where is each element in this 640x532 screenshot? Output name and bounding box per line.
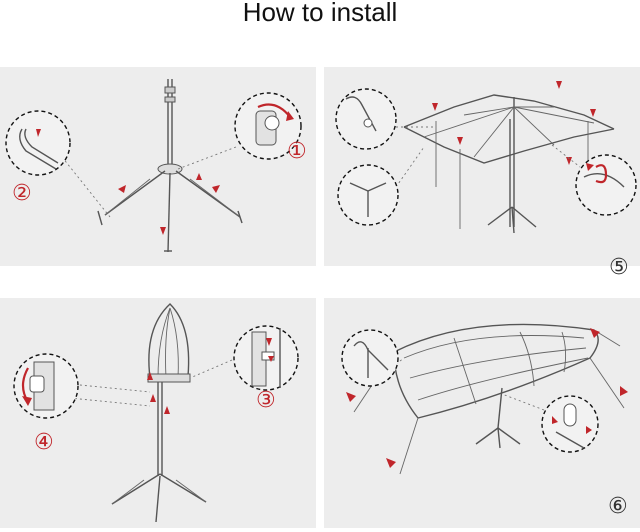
- closed-umbrella-illustration: [13, 303, 299, 523]
- canopy-frame-illustration: [335, 81, 637, 234]
- step-number-1: ①: [287, 139, 307, 164]
- step-panel-6: ⑥: [324, 298, 640, 528]
- step-number-2: ②: [12, 181, 32, 206]
- step-panel-1-2: ② ①: [0, 67, 316, 266]
- step-number-6: ⑥: [608, 494, 628, 519]
- step-panel-3-4: ③ ④: [0, 298, 316, 528]
- page-title: How to install: [242, 0, 398, 27]
- open-canopy-illustration: [341, 323, 628, 475]
- step-number-4: ④: [34, 430, 54, 455]
- step-number-5: ⑤: [609, 255, 629, 280]
- tripod-illustration: [5, 79, 302, 253]
- step-panel-5: ⑤: [324, 67, 640, 279]
- step-number-3: ③: [256, 388, 276, 413]
